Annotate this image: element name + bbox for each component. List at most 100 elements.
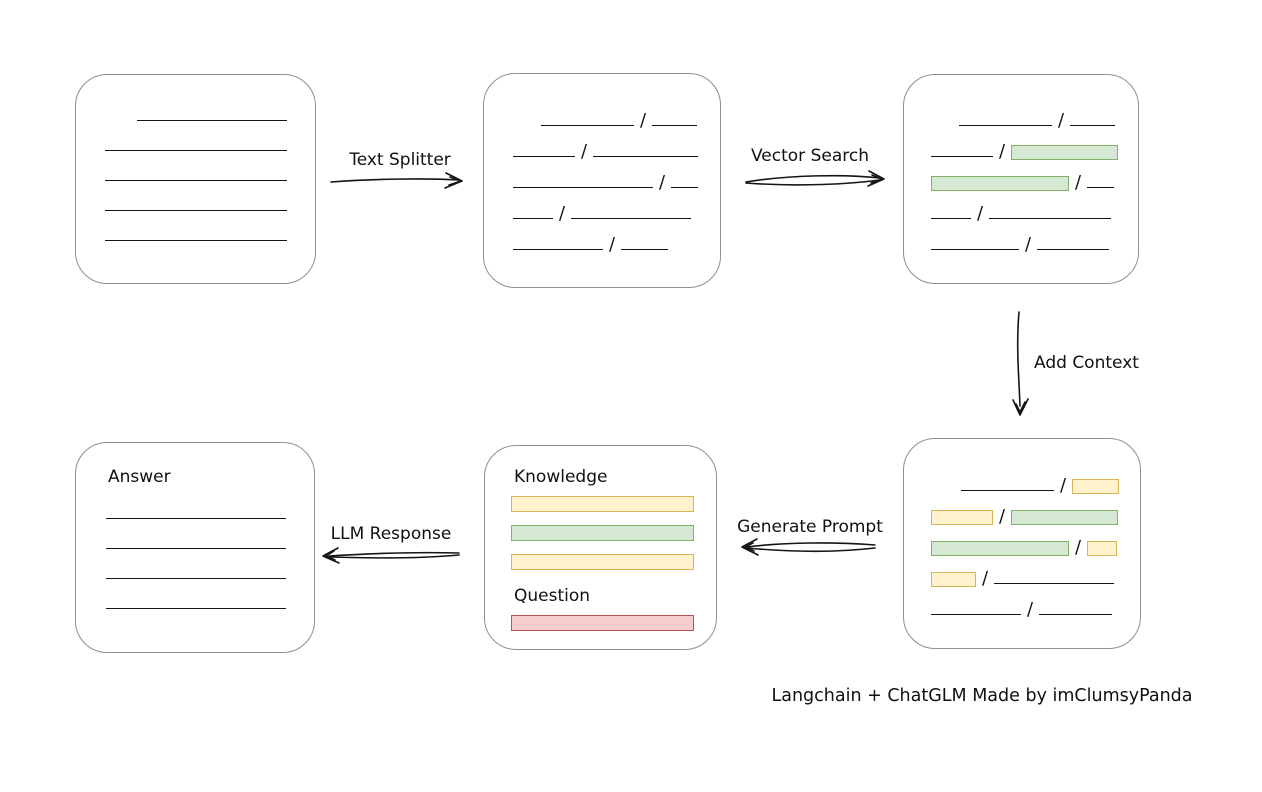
text-line xyxy=(621,249,669,250)
chunk-row: / xyxy=(931,126,1138,162)
slash-separator: / xyxy=(1075,172,1082,193)
text-line xyxy=(1037,249,1110,250)
text-line xyxy=(105,150,287,151)
chunk-row: / xyxy=(513,157,720,193)
slash-separator: / xyxy=(659,172,666,193)
text-splitter-arrow xyxy=(330,172,463,189)
text-line xyxy=(652,125,698,126)
slash-separator: / xyxy=(581,141,588,162)
slash-separator: / xyxy=(999,141,1006,162)
slash-separator: / xyxy=(559,203,566,224)
green-chunk xyxy=(931,176,1069,191)
chunk-row: / xyxy=(513,95,720,131)
text-line xyxy=(1070,125,1116,126)
llm-response-label: LLM Response xyxy=(330,524,452,544)
text-line xyxy=(106,608,286,609)
text-line xyxy=(931,249,1019,250)
question-bar xyxy=(511,615,694,631)
green-knowledge-bar xyxy=(511,525,694,541)
yellow-knowledge-bar xyxy=(511,554,694,570)
slash-separator: / xyxy=(1027,599,1034,620)
text-line xyxy=(571,218,692,219)
slash-separator: / xyxy=(609,234,616,255)
add-context-label: Add Context xyxy=(1034,353,1139,373)
chunk-row: / xyxy=(931,584,1140,620)
chunk-row: / xyxy=(931,460,1140,496)
context-chunks-box: / / / / / xyxy=(903,438,1141,649)
text-line xyxy=(541,125,634,126)
answer-label: Answer xyxy=(108,467,171,487)
green-chunk xyxy=(1011,145,1119,160)
question-label: Question xyxy=(514,586,591,606)
generate-prompt-arrow xyxy=(741,538,876,556)
chunk-row xyxy=(106,489,304,519)
slash-separator: / xyxy=(640,110,647,131)
text-line xyxy=(961,490,1054,491)
slash-separator: / xyxy=(1075,537,1082,558)
chunk-row: / xyxy=(513,126,720,162)
chunk-row xyxy=(106,579,304,609)
yellow-chunk xyxy=(1087,541,1118,556)
chunk-row: / xyxy=(513,219,720,255)
credit-caption: Langchain + ChatGLM Made by imClumsyPand… xyxy=(771,686,1193,706)
slash-separator: / xyxy=(1025,234,1032,255)
text-line xyxy=(105,240,287,241)
knowledge-bars xyxy=(511,496,694,583)
text-line xyxy=(1087,187,1115,188)
slash-separator: / xyxy=(1060,475,1067,496)
yellow-chunk xyxy=(1072,479,1120,494)
chunk-row: / xyxy=(931,95,1138,131)
text-splitter-label: Text Splitter xyxy=(349,150,451,170)
slash-separator: / xyxy=(982,568,989,589)
text-line xyxy=(105,180,287,181)
prompt-box: Knowledge Question xyxy=(484,445,717,650)
chunk-row: / xyxy=(513,188,720,224)
text-line xyxy=(994,583,1115,584)
text-line xyxy=(137,120,287,121)
text-line xyxy=(106,518,286,519)
slash-separator: / xyxy=(1058,110,1065,131)
llm-response-arrow xyxy=(322,547,460,564)
text-line xyxy=(959,125,1052,126)
question-bar-slot xyxy=(511,615,694,644)
source-document-box xyxy=(75,74,316,284)
text-line xyxy=(105,210,287,211)
green-chunk xyxy=(1011,510,1119,525)
text-line xyxy=(931,614,1021,615)
split-chunks-box: / / / / / xyxy=(483,73,721,288)
text-line xyxy=(989,218,1112,219)
text-line xyxy=(513,218,553,219)
answer-lines xyxy=(106,489,304,609)
text-line xyxy=(513,187,653,188)
chunk-row: / xyxy=(931,491,1140,527)
text-line xyxy=(1039,614,1113,615)
green-chunk xyxy=(931,541,1069,556)
text-line xyxy=(513,249,603,250)
knowledge-label: Knowledge xyxy=(514,467,608,487)
generate-prompt-label: Generate Prompt xyxy=(737,517,883,537)
text-line xyxy=(931,218,971,219)
chunk-row xyxy=(106,549,304,579)
chunk-row: / xyxy=(931,553,1140,589)
vector-search-arrow xyxy=(745,170,885,187)
text-line xyxy=(671,187,699,188)
chunk-row xyxy=(105,211,315,241)
text-line xyxy=(106,578,286,579)
chunk-row xyxy=(105,91,315,121)
vector-matched-chunks-box: / / / / / xyxy=(903,74,1139,284)
yellow-knowledge-bar xyxy=(511,496,694,512)
text-line xyxy=(513,156,575,157)
slash-separator: / xyxy=(999,506,1006,527)
chunk-row: / xyxy=(931,188,1138,224)
chunk-row: / xyxy=(931,522,1140,558)
slash-separator: / xyxy=(977,203,984,224)
text-line xyxy=(106,548,286,549)
answer-box: Answer xyxy=(75,442,315,653)
yellow-chunk xyxy=(931,572,976,587)
chunk-row xyxy=(106,519,304,549)
yellow-chunk xyxy=(931,510,993,525)
chunk-row xyxy=(105,121,315,151)
text-line xyxy=(931,156,993,157)
chunk-row: / xyxy=(931,219,1138,255)
